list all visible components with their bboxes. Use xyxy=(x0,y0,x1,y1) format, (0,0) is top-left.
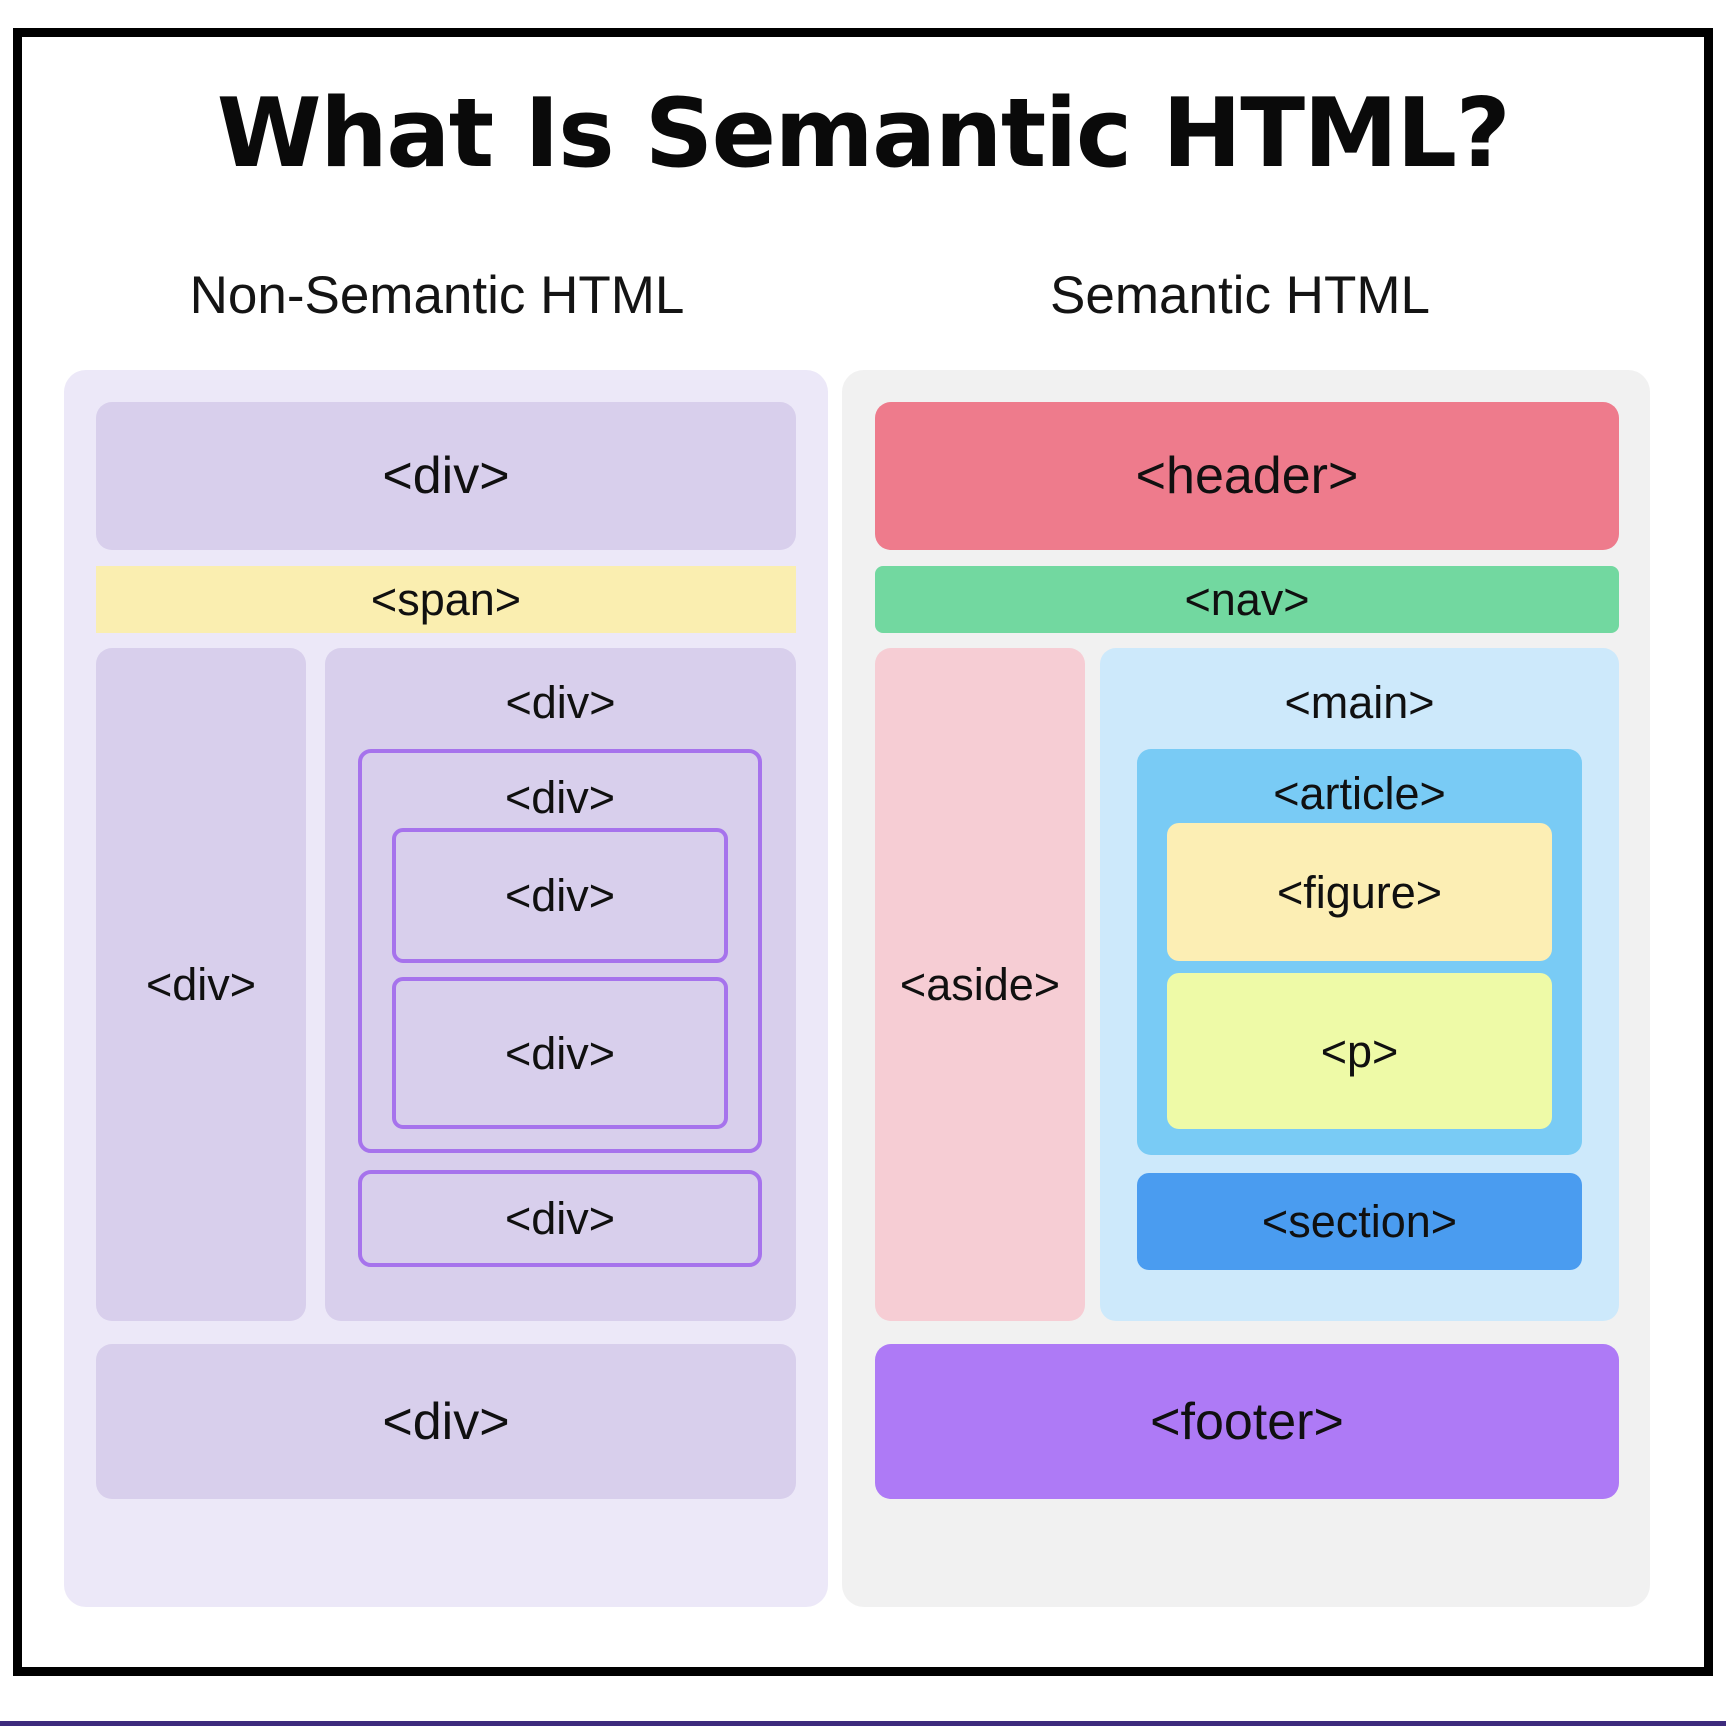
semantic-figure-block: <figure> xyxy=(1167,823,1552,961)
semantic-article-block: <article> <figure> <p> xyxy=(1137,749,1582,1155)
semantic-main-label: <main> xyxy=(1284,677,1435,728)
semantic-section-block: <section> xyxy=(1137,1173,1582,1270)
non-semantic-div-nested-level1-b: <div> xyxy=(358,1170,762,1267)
non-semantic-div-sidebar-block: <div> xyxy=(96,648,306,1321)
semantic-nav-label: <nav> xyxy=(1184,574,1310,625)
semantic-panel: <header> <nav> <aside> <main> <article> … xyxy=(842,370,1650,1607)
non-semantic-div-nested-level2-a-label: <div> xyxy=(504,870,616,921)
semantic-figure-label: <figure> xyxy=(1276,866,1443,918)
non-semantic-div-nested-level2-b: <div> xyxy=(392,977,728,1129)
semantic-footer-label: <footer> xyxy=(1150,1392,1344,1451)
non-semantic-div-content-block: <div> <div> <div> <div> <div> xyxy=(325,648,796,1321)
page-title: What Is Semantic HTML? xyxy=(216,79,1511,189)
non-semantic-div-nested-level2-b-label: <div> xyxy=(504,1027,616,1079)
non-semantic-div-header-label: <div> xyxy=(382,447,510,505)
column-title-semantic: Semantic HTML xyxy=(1050,266,1430,325)
non-semantic-div-sidebar-label: <div> xyxy=(145,959,257,1010)
semantic-nav-block: <nav> xyxy=(875,566,1619,633)
non-semantic-span-label: <span> xyxy=(370,574,522,625)
non-semantic-div-content-label: <div> xyxy=(505,677,616,728)
semantic-article-label: <article> xyxy=(1273,768,1446,819)
semantic-header-block: <header> xyxy=(875,402,1619,550)
semantic-aside-block: <aside> xyxy=(875,648,1085,1321)
semantic-paragraph-block: <p> xyxy=(1167,973,1552,1129)
non-semantic-div-nested-level1-label: <div> xyxy=(504,772,616,823)
bottom-accent-rule xyxy=(0,1721,1726,1726)
non-semantic-div-nested-level2-a: <div> xyxy=(392,828,728,963)
non-semantic-panel: <div> <span> <div> <div> <div> <div> xyxy=(64,370,828,1607)
non-semantic-div-footer-label: <div> xyxy=(382,1392,510,1451)
semantic-header-label: <header> xyxy=(1135,447,1359,505)
non-semantic-div-nested-level1: <div> <div> <div> xyxy=(358,749,762,1153)
non-semantic-div-footer-block: <div> xyxy=(96,1344,796,1499)
outer-frame: What Is Semantic HTML? Non-Semantic HTML… xyxy=(13,28,1713,1676)
semantic-paragraph-label: <p> xyxy=(1320,1025,1399,1077)
non-semantic-span-block: <span> xyxy=(96,566,796,633)
column-title-non-semantic: Non-Semantic HTML xyxy=(189,266,685,325)
semantic-footer-block: <footer> xyxy=(875,1344,1619,1499)
non-semantic-div-nested-level1-b-label: <div> xyxy=(504,1193,616,1244)
non-semantic-div-header-block: <div> xyxy=(96,402,796,550)
semantic-aside-label: <aside> xyxy=(899,959,1061,1010)
semantic-main-block: <main> <article> <figure> <p> <section> xyxy=(1100,648,1619,1321)
semantic-section-label: <section> xyxy=(1261,1196,1458,1247)
non-semantic-body-row: <div> <div> <div> <div> <div> xyxy=(96,648,796,1321)
